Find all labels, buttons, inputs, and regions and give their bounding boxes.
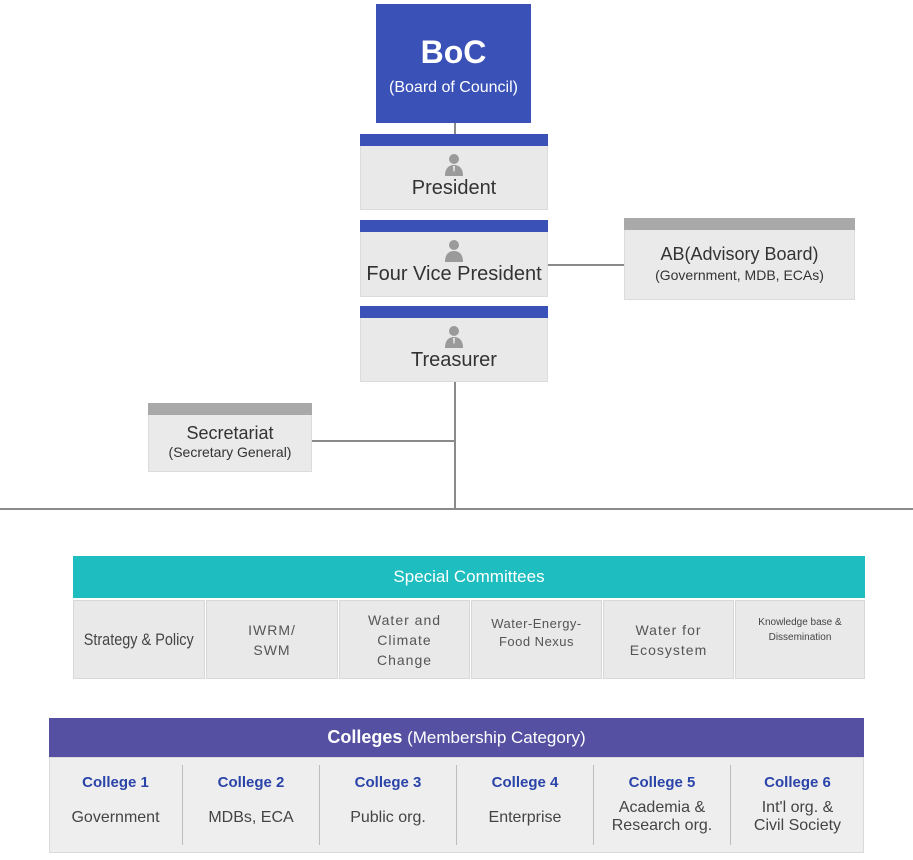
college-4: College 4 Enterprise: [457, 757, 593, 853]
committee-strategy-policy: Strategy & Policy: [73, 600, 205, 679]
person-icon: [445, 326, 463, 348]
college-3: College 3 Public org.: [320, 757, 456, 853]
vice-president-label: Four Vice President: [366, 263, 542, 285]
committee-label: Food Nexus: [498, 634, 575, 649]
president-box: President: [360, 134, 548, 210]
college-name: College 3: [354, 774, 422, 791]
committee-wef-nexus: Water-Energy- Food Nexus: [471, 600, 602, 679]
college-name: College 4: [491, 774, 559, 791]
committee-iwrm-swm: IWRM/ SWM: [206, 600, 338, 679]
committee-label: Dissemination: [768, 632, 832, 643]
college-desc: MDBs, ECA: [208, 809, 294, 826]
secretariat-box: Secretariat (Secretary General): [148, 403, 312, 472]
colleges-header: Colleges (Membership Category): [49, 718, 864, 757]
committee-water-climate: Water and Climate Change: [339, 600, 470, 679]
treasurer-box: Treasurer: [360, 306, 548, 382]
special-committees-header: Special Committees: [73, 556, 865, 598]
college-desc: Government: [71, 809, 160, 826]
boc-box: BoC (Board of Council): [376, 4, 531, 123]
college-name: College 1: [82, 774, 149, 791]
officer-bar: [360, 220, 548, 232]
officer-bar: [360, 306, 548, 318]
committee-label: Knowledge base &: [758, 617, 842, 628]
vice-president-box: Four Vice President: [360, 220, 548, 297]
college-name: College 2: [217, 774, 285, 791]
secretariat-bar: [148, 403, 312, 415]
officer-bar: [360, 134, 548, 146]
committee-knowledge: Knowledge base & Dissemination: [735, 600, 865, 679]
college-6: College 6 Int'l org. & Civil Society: [731, 757, 864, 853]
advisory-board-box: AB(Advisory Board) (Government, MDB, ECA…: [624, 218, 855, 300]
boc-subtitle: (Board of Council): [389, 79, 518, 96]
committee-label: IWRM/: [248, 621, 296, 638]
horizontal-divider: [0, 508, 913, 510]
connector-boc-president: [454, 123, 456, 135]
committee-label: Change: [376, 651, 433, 668]
colleges-title: Colleges: [327, 727, 403, 747]
college-divider: [182, 765, 183, 845]
committee-water-ecosystem: Water for Ecosystem: [603, 600, 734, 679]
secretariat-subtitle: (Secretary General): [168, 444, 292, 460]
college-name: College 6: [764, 774, 831, 791]
college-5: College 5 Academia & Research org.: [594, 757, 730, 853]
person-icon: [445, 154, 463, 176]
treasurer-label: Treasurer: [411, 349, 497, 371]
college-desc: Enterprise: [488, 809, 562, 826]
committee-label: Strategy & Policy: [83, 629, 195, 649]
connector-secretariat: [312, 440, 455, 442]
boc-title: BoC: [420, 34, 487, 70]
committee-label: Water for: [635, 621, 702, 638]
connector-advisory: [548, 264, 625, 266]
college-divider: [456, 765, 457, 845]
committee-label: SWM: [253, 641, 291, 658]
college-divider: [593, 765, 594, 845]
president-label: President: [411, 177, 497, 199]
college-2: College 2 MDBs, ECA: [183, 757, 319, 853]
college-desc: Civil Society: [753, 817, 842, 834]
person-icon: [445, 240, 463, 262]
colleges-subtitle: (Membership Category): [407, 728, 586, 747]
college-desc: Research org.: [611, 817, 713, 834]
committee-label: Ecosystem: [629, 641, 708, 658]
advisory-subtitle: (Government, MDB, ECAs): [655, 267, 824, 283]
college-name: College 5: [628, 774, 696, 791]
advisory-bar: [624, 218, 855, 230]
committee-label: Climate: [377, 631, 432, 648]
college-desc: Int'l org. &: [761, 799, 834, 816]
college-desc: Public org.: [350, 809, 426, 826]
college-1: College 1 Government: [49, 757, 182, 853]
connector-main-vertical: [454, 380, 456, 509]
college-divider: [319, 765, 320, 845]
advisory-title: AB(Advisory Board): [660, 244, 819, 264]
college-desc: Academia &: [618, 799, 706, 816]
secretariat-title: Secretariat: [186, 423, 274, 443]
college-divider: [730, 765, 731, 845]
committee-label: Water and: [367, 611, 442, 628]
committee-label: Water-Energy-: [491, 616, 582, 631]
